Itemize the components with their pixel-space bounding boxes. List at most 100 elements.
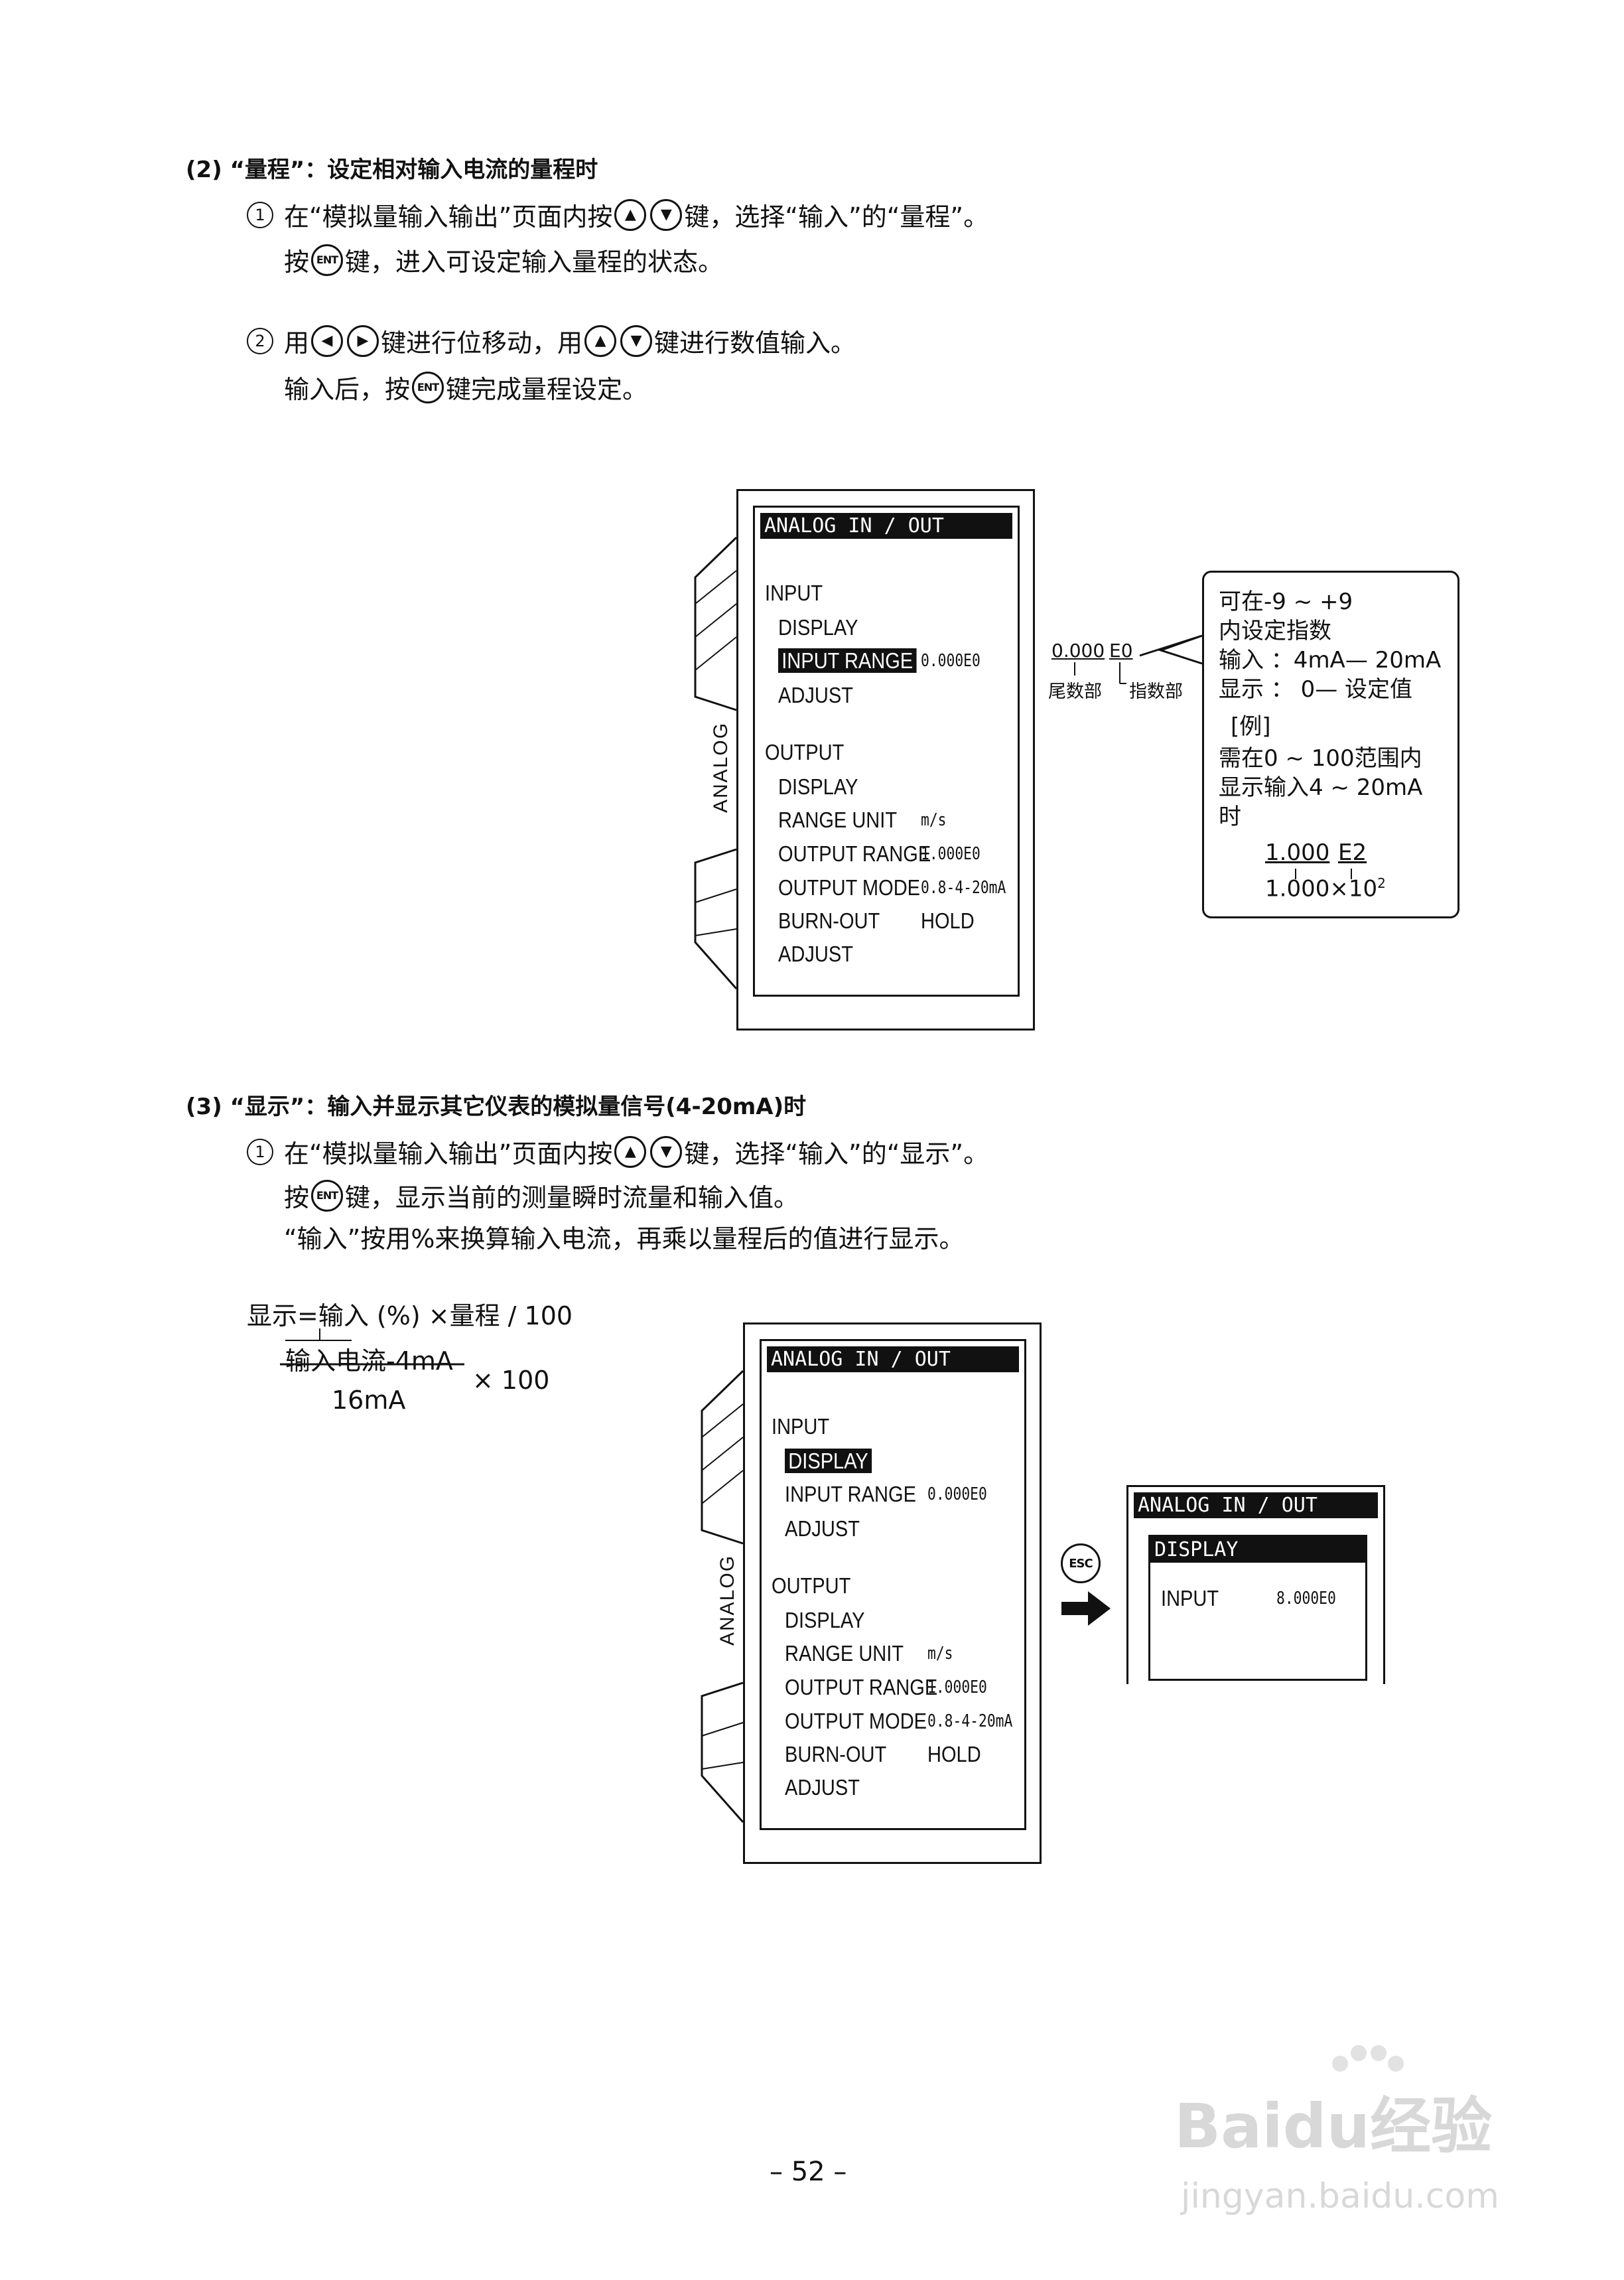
result-screen-title: ANALOG IN / OUT <box>1134 1492 1378 1518</box>
ent-key-icon: ENT <box>311 1179 344 1212</box>
device-side-tabs-1 <box>694 536 738 989</box>
formula-times: × 100 <box>472 1366 550 1395</box>
step-number: 1 <box>247 201 273 228</box>
section2-step1: 1 在“模拟量输入输出”页面内按 ▲ ▼ 键，选择“输入”的“量程”。 <box>247 196 988 233</box>
result-input-value: 8.000E0 <box>1276 1589 1336 1608</box>
section3-step1-line2: 按 ENT 键，显示当前的测量瞬时流量和输入值。 <box>284 1177 799 1214</box>
menu-output-adjust: ADJUST <box>785 1775 860 1800</box>
page-number: – 52 – <box>770 2157 847 2187</box>
note-line: 需在0 ~ 100范围内 <box>1219 745 1422 772</box>
step-text: 键完成量程设定。 <box>446 375 648 404</box>
menu-burn-out: BURN-OUT <box>778 908 880 933</box>
note-line: [例] <box>1231 713 1271 740</box>
output-mode-value: 0.8-4-20mA <box>921 878 1006 898</box>
step-text: 输入后，按 <box>284 375 411 404</box>
menu-output-adjust: ADJUST <box>778 942 853 966</box>
up-key-icon: ▲ <box>614 1135 647 1168</box>
range-unit-value: m/s <box>921 810 947 830</box>
section2-step2-line2: 输入后，按 ENT 键完成量程设定。 <box>284 369 647 405</box>
section2-heading: (2) “量程”：设定相对输入电流的量程时 <box>186 157 598 183</box>
esc-key-icon: ESC <box>1061 1543 1101 1583</box>
output-range-value: 1.000E0 <box>927 1677 987 1697</box>
section3-step1: 1 在“模拟量输入输出”页面内按 ▲ ▼ 键，选择“输入”的“显示”。 <box>247 1133 988 1170</box>
section3-step1-line3: “输入”按用%来换算输入电流，再乘以量程后的值进行显示。 <box>284 1224 965 1253</box>
note-line: 显示输入4 ~ 20mA <box>1219 774 1423 801</box>
note-line: 输入 ：4mA— 20mA <box>1219 647 1442 674</box>
output-mode-value: 0.8-4-20mA <box>927 1711 1013 1731</box>
step-text: 按 <box>284 1183 310 1212</box>
range-unit-value: m/s <box>927 1644 953 1664</box>
right-key-icon: ▶ <box>347 324 379 357</box>
menu-input: INPUT <box>765 581 823 605</box>
step-text: 键进行数值输入。 <box>654 328 856 358</box>
note-line: 可在-9 ~ +9 <box>1219 589 1353 615</box>
menu-burn-out: BURN-OUT <box>785 1742 887 1766</box>
section2-step1-line2: 按 ENT 键，进入可设定输入量程的状态。 <box>284 242 723 278</box>
note-example-mantissa: 1.000 <box>1265 839 1330 866</box>
left-key-icon: ◀ <box>311 324 344 357</box>
device-screen: ANALOG IN / OUT INPUT DISPLAY INPUT RANG… <box>753 506 1020 997</box>
menu-output-mode: OUTPUT MODE <box>785 1709 927 1733</box>
note-box: 可在-9 ~ +9 内设定指数 输入 ：4mA— 20mA 显示 ： 0— 设定… <box>1202 571 1459 918</box>
screen-title: ANALOG IN / OUT <box>760 513 1012 539</box>
note-example-result: 1.000×102 <box>1265 875 1386 902</box>
down-key-icon: ▼ <box>620 324 653 357</box>
menu-range-unit: RANGE UNIT <box>785 1641 904 1666</box>
menu-output-range: OUTPUT RANGE <box>785 1675 938 1699</box>
result-display-panel: DISPLAY INPUT 8.000E0 <box>1148 1535 1367 1681</box>
note-line: 时 <box>1219 804 1241 830</box>
right-arrow-icon <box>1061 1591 1111 1626</box>
menu-output-display: DISPLAY <box>785 1608 865 1632</box>
device-diagram-2: ANALOG IN / OUT INPUT DISPLAY INPUT RANG… <box>743 1322 1042 1864</box>
burn-out-value: HOLD <box>927 1742 981 1766</box>
step-text: 键，选择“输入”的“显示”。 <box>684 1139 989 1169</box>
menu-output-range: OUTPUT RANGE <box>778 841 931 866</box>
exp-exponent-label: 指数部 <box>1129 681 1183 702</box>
side-label-analog: ANALOG <box>716 1554 738 1646</box>
section3-heading: (3) “显示”：输入并显示其它仪表的模拟量信号(4-20mA)时 <box>186 1094 807 1120</box>
menu-adjust: ADJUST <box>778 683 853 707</box>
formula-lines <box>280 1328 464 1366</box>
watermark-paw-icon <box>1332 2045 1404 2072</box>
down-key-icon: ▼ <box>650 198 683 231</box>
device-diagram-1: ANALOG IN / OUT INPUT DISPLAY INPUT RANG… <box>736 489 1035 1031</box>
exp-mantissa: 0.000 <box>1051 640 1105 662</box>
step-text: 按 <box>284 248 310 277</box>
menu-adjust: ADJUST <box>785 1516 860 1541</box>
menu-output: OUTPUT <box>765 740 845 764</box>
device-screen: ANALOG IN / OUT INPUT DISPLAY INPUT RANG… <box>760 1339 1026 1830</box>
step-number: 1 <box>247 1138 273 1165</box>
formula-line1: 显示=输入 (%) ×量程 / 100 <box>247 1301 573 1330</box>
section2-step2: 2 用 ◀ ▶ 键进行位移动，用 ▲ ▼ 键进行数值输入。 <box>247 322 856 359</box>
menu-output-display: DISPLAY <box>778 774 858 799</box>
step-text: 用 <box>284 328 310 358</box>
exp-mantissa-label: 尾数部 <box>1048 681 1102 702</box>
step-text: 在“模拟量输入输出”页面内按 <box>284 202 613 232</box>
menu-range-unit: RANGE UNIT <box>778 808 898 832</box>
step-text: 键，选择“输入”的“量程”。 <box>684 202 989 232</box>
side-label-analog: ANALOG <box>710 721 732 813</box>
result-input-label: INPUT <box>1161 1586 1219 1610</box>
input-range-value: 0.000E0 <box>921 651 981 671</box>
note-line: 显示 ： 0— 设定值 <box>1219 676 1413 703</box>
up-key-icon: ▲ <box>614 198 647 231</box>
step-text: 键进行位移动，用 <box>381 328 583 358</box>
burn-out-value: HOLD <box>921 908 975 933</box>
note-line: 内设定指数 <box>1219 618 1331 644</box>
menu-input-range: INPUT RANGE <box>778 648 917 674</box>
note-example-ticks <box>1295 869 1352 879</box>
device-side-tabs-2 <box>701 1370 744 1823</box>
menu-output-mode: OUTPUT MODE <box>778 875 921 900</box>
watermark-brand: Baidu经验 <box>1174 2091 1493 2162</box>
menu-input: INPUT <box>772 1414 830 1439</box>
step-text: 在“模拟量输入输出”页面内按 <box>284 1139 613 1169</box>
note-example-exponent: E2 <box>1338 839 1367 866</box>
esc-key-group: ESC <box>1059 1543 1103 1583</box>
menu-input-range: INPUT RANGE <box>785 1482 916 1506</box>
screen-title: ANALOG IN / OUT <box>767 1346 1019 1372</box>
result-display-header: DISPLAY <box>1150 1537 1365 1563</box>
ent-key-icon: ENT <box>412 371 444 403</box>
output-range-value: 1.000E0 <box>921 844 981 864</box>
exp-callout-lines <box>1074 634 1203 684</box>
exp-exponent: E0 <box>1109 640 1133 662</box>
